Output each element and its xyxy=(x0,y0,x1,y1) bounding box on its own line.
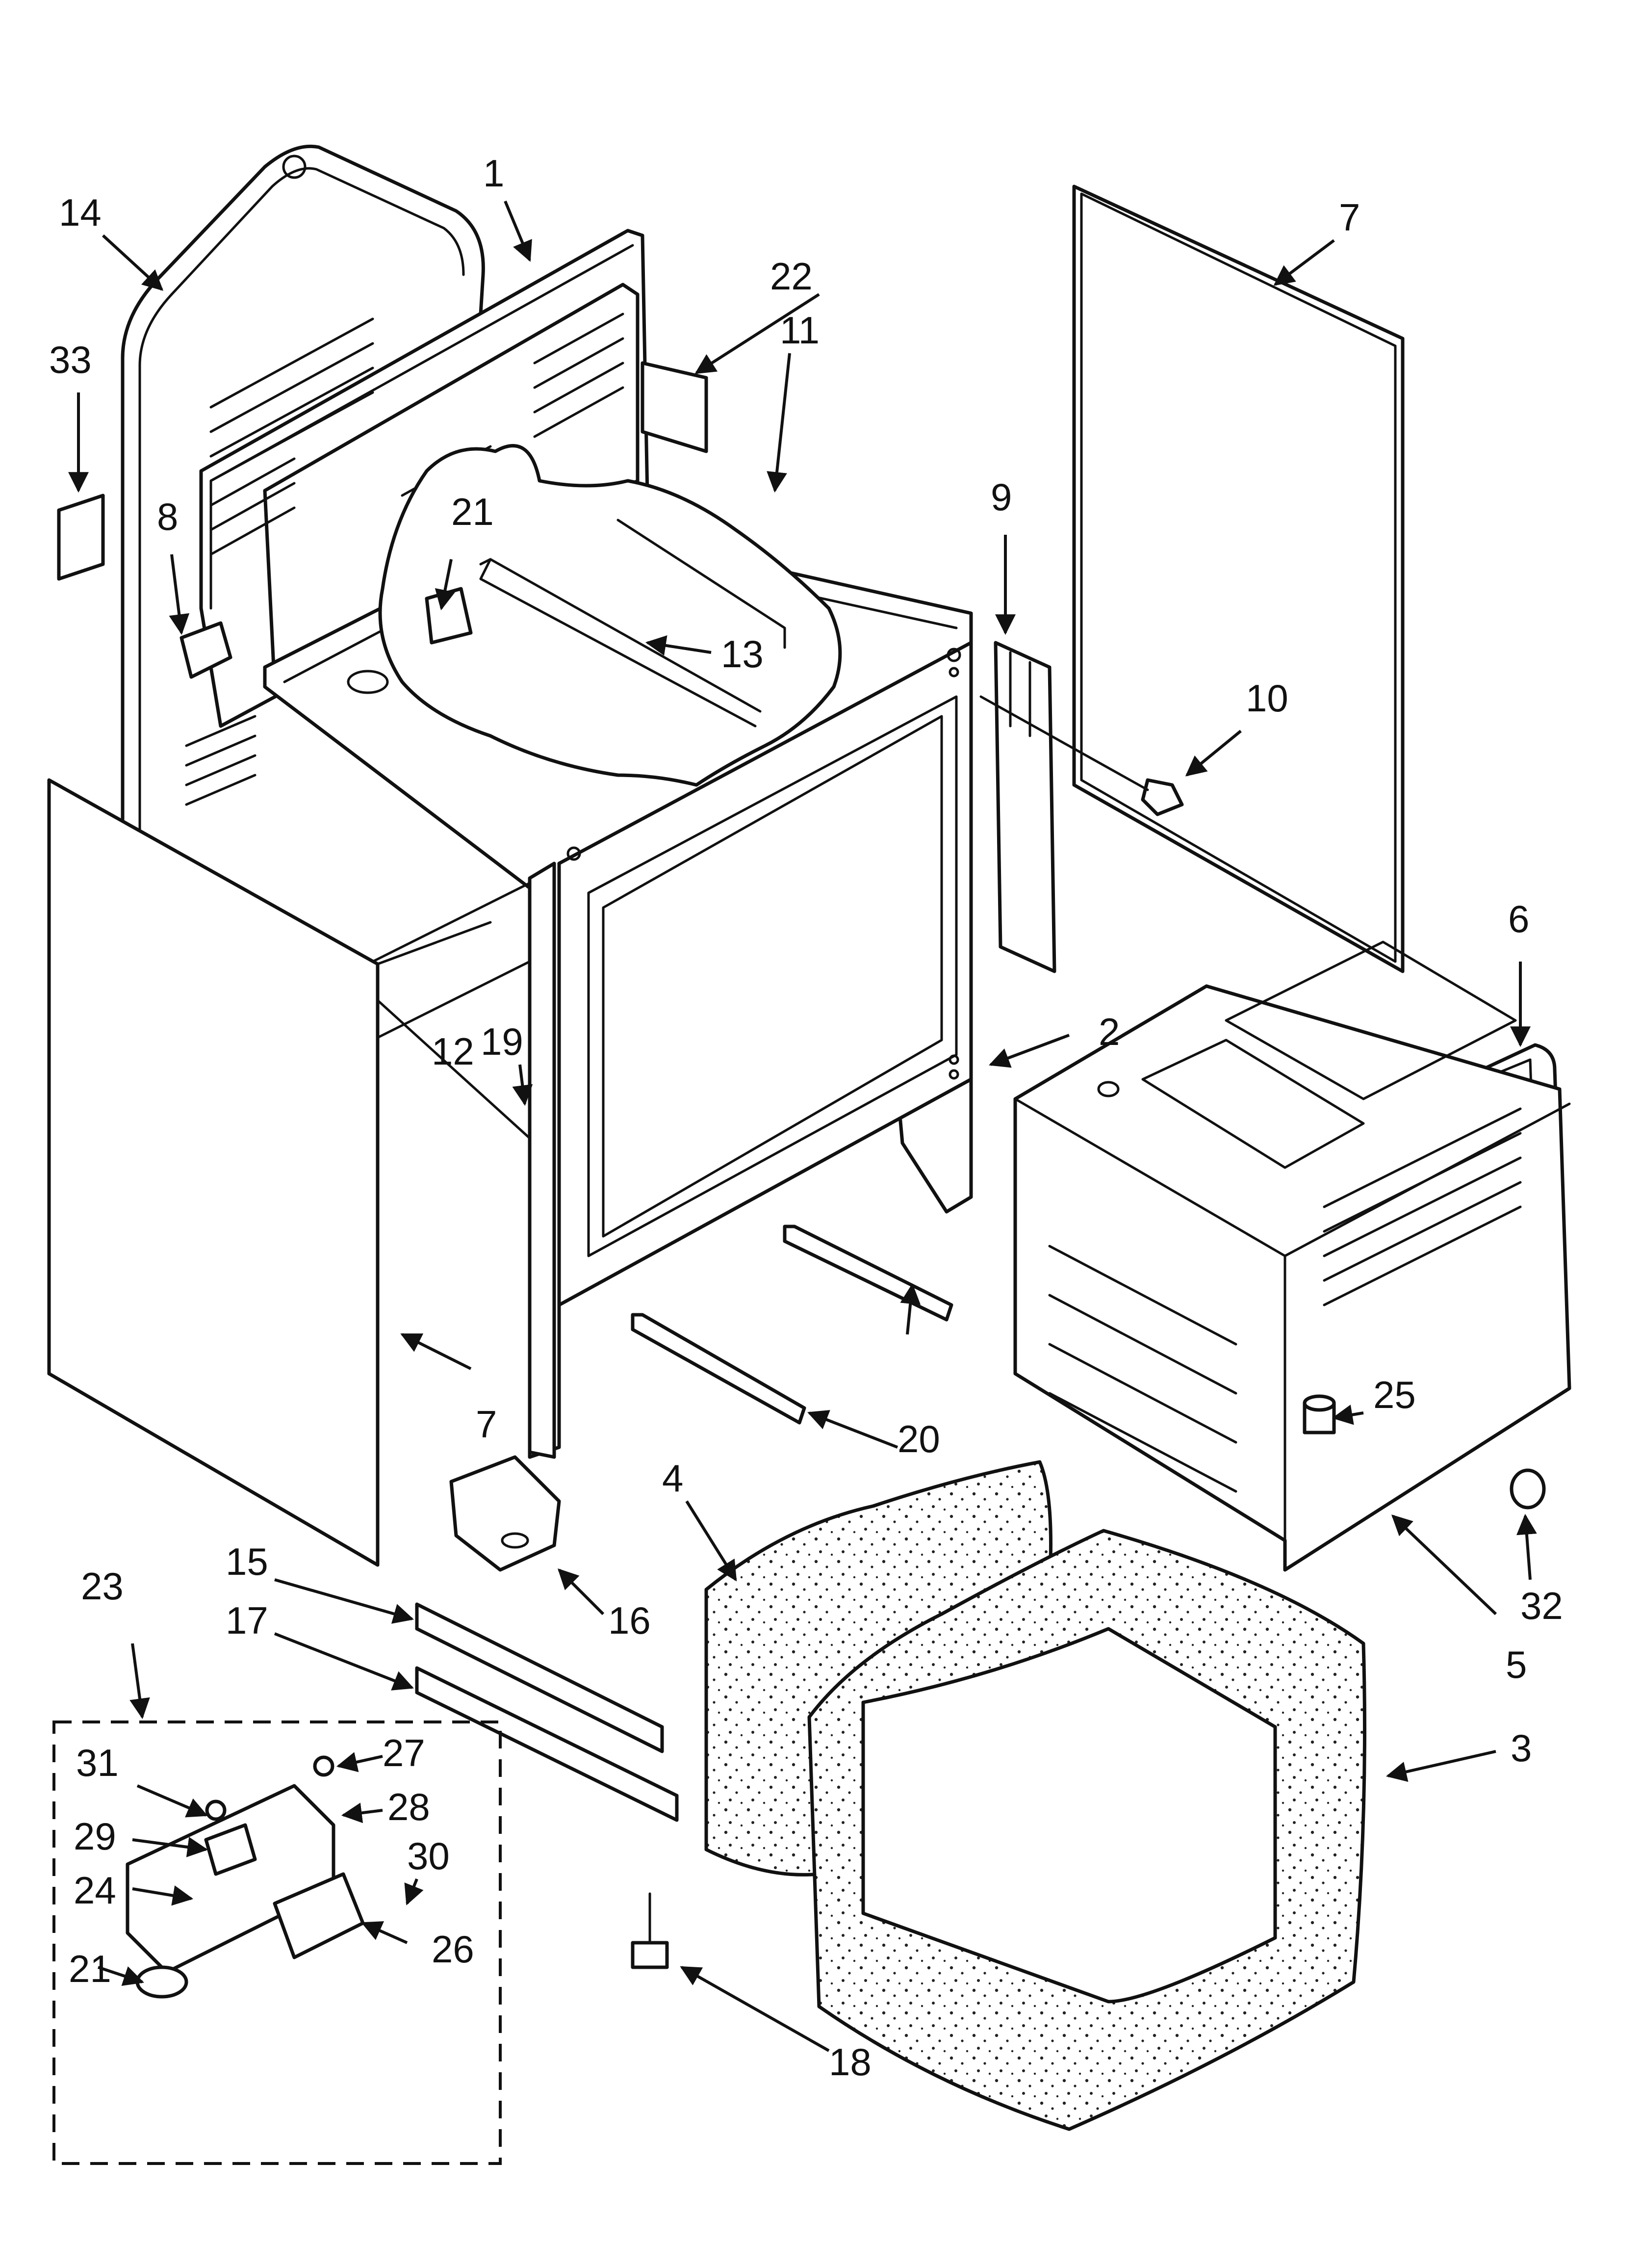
callout-16: 16 xyxy=(608,1599,651,1642)
side-trim-strip xyxy=(994,641,1056,973)
callout-22: 22 xyxy=(770,255,813,298)
callout-7-left: 7 xyxy=(476,1403,497,1446)
door-lock-assembly-box xyxy=(52,1721,502,2165)
callout-25: 25 xyxy=(1373,1373,1416,1416)
callout-4: 4 xyxy=(662,1457,683,1500)
callout-29: 29 xyxy=(74,1815,116,1858)
callout-13: 13 xyxy=(721,632,764,676)
callout-17: 17 xyxy=(226,1599,268,1642)
callout-14: 14 xyxy=(59,191,102,234)
terminal-block xyxy=(57,494,105,581)
callout-32: 32 xyxy=(1520,1584,1563,1627)
callout-6: 6 xyxy=(1508,897,1529,940)
oven-cavity xyxy=(1013,940,1571,1572)
insulation-blankets xyxy=(704,1460,1366,2131)
hinge-bracket xyxy=(641,361,708,453)
knob-cap xyxy=(1510,1468,1546,1510)
callout-20: 20 xyxy=(898,1417,940,1460)
callout-24: 24 xyxy=(74,1869,116,1912)
support-brackets xyxy=(631,1225,953,1425)
callout-11: 11 xyxy=(780,309,820,352)
callout-1: 1 xyxy=(483,152,504,195)
callout-30: 30 xyxy=(407,1834,450,1877)
door-lock-assembly xyxy=(126,1755,365,1999)
callout-15: 15 xyxy=(226,1540,268,1583)
callout-10: 10 xyxy=(1246,677,1288,720)
callout-2: 2 xyxy=(1099,1010,1120,1053)
rails xyxy=(415,1602,679,1822)
callout-12: 12 xyxy=(432,1030,474,1073)
right-side-panel xyxy=(1072,184,1405,973)
callout-26: 26 xyxy=(432,1928,474,1971)
callout-3: 3 xyxy=(1511,1726,1532,1770)
callout-5: 5 xyxy=(1506,1643,1527,1686)
leader-lines xyxy=(68,200,1537,2052)
callout-33: 33 xyxy=(49,338,92,381)
cabinet-top-cutaway xyxy=(347,444,842,787)
cavity-plug xyxy=(1303,1394,1336,1434)
callout-9: 9 xyxy=(991,475,1012,519)
callout-28: 28 xyxy=(387,1785,430,1828)
leveling-leg xyxy=(631,1892,669,1969)
back-panel-vents xyxy=(185,313,624,806)
callout-27: 27 xyxy=(383,1731,425,1774)
left-side-panel xyxy=(47,778,492,1567)
callout-23: 23 xyxy=(81,1564,124,1608)
limit-switch-top xyxy=(425,587,473,645)
callout-8: 8 xyxy=(157,495,178,538)
callout-21-top: 21 xyxy=(451,490,494,533)
callout-18: 18 xyxy=(829,2040,872,2084)
vent-duct xyxy=(449,1455,561,1572)
callout-21-bottom: 21 xyxy=(69,1947,111,1990)
callout-labels: 1 2 3 4 5 6 7 7 8 9 10 11 12 13 14 15 16… xyxy=(49,152,1563,2084)
terminal-connector xyxy=(979,695,1184,816)
switch xyxy=(180,621,232,679)
callout-7-right: 7 xyxy=(1339,196,1360,239)
callout-19: 19 xyxy=(481,1020,523,1063)
cabinet-frame xyxy=(263,518,973,1459)
callout-31: 31 xyxy=(76,1741,119,1784)
